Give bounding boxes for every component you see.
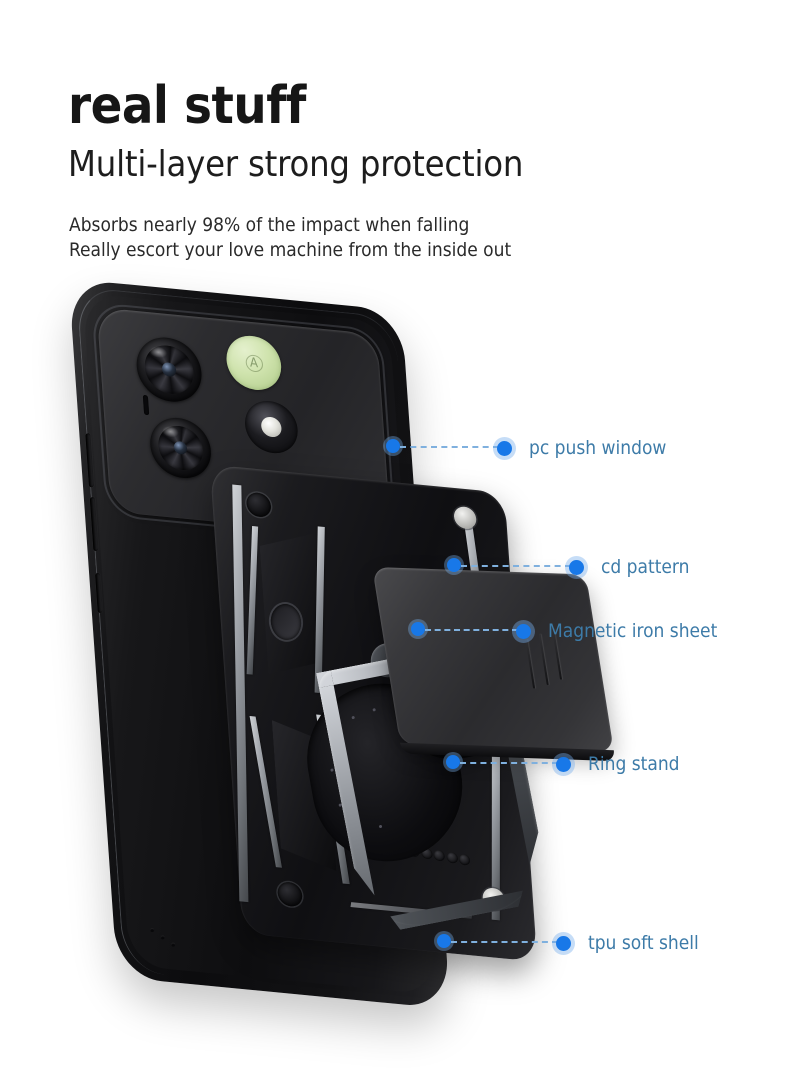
callout-label-pc-push-window: pc push window xyxy=(529,437,667,459)
corner-screw xyxy=(245,491,272,518)
pc-push-window-slider[interactable] xyxy=(372,566,616,762)
callout-label-magnetic-iron-sheet: Magnetic iron sheet xyxy=(548,620,718,642)
marker-dot-magnetic-iron-sheet[interactable] xyxy=(516,623,531,639)
leader-line-ring-stand xyxy=(460,762,558,764)
anchor-cd-pattern[interactable] xyxy=(447,558,461,572)
slider-grip-ridge xyxy=(524,639,536,689)
leader-line-pc-push-window xyxy=(400,446,499,448)
callout-label-tpu-soft-shell: tpu soft shell xyxy=(588,932,699,954)
anchor-magnetic-iron-sheet[interactable] xyxy=(411,622,425,636)
anchor-pc-push-window[interactable] xyxy=(386,439,400,453)
callout-magnetic-iron-sheet[interactable]: Magnetic iron sheet xyxy=(516,620,717,642)
silver-accent-strip xyxy=(246,525,259,675)
marker-dot-cd-pattern[interactable] xyxy=(569,559,584,575)
anchor-ring-stand[interactable] xyxy=(446,755,460,769)
anchor-tpu-soft-shell[interactable] xyxy=(437,934,451,948)
callout-label-cd-pattern: cd pattern xyxy=(601,556,690,578)
callout-tpu-soft-shell[interactable]: tpu soft shell xyxy=(556,932,699,954)
leader-line-cd-pattern xyxy=(461,565,571,567)
corner-screw xyxy=(453,505,478,530)
marker-dot-pc-push-window[interactable] xyxy=(497,440,512,456)
callout-pc-push-window[interactable]: pc push window xyxy=(497,437,666,459)
description-line-1: Absorbs nearly 98% of the impact when fa… xyxy=(69,214,470,236)
marker-dot-tpu-soft-shell[interactable] xyxy=(556,935,571,951)
corner-screw xyxy=(277,881,303,908)
page-subtitle: Multi-layer strong protection xyxy=(68,144,524,185)
armor-facet xyxy=(258,529,323,680)
description-block: Absorbs nearly 98% of the impact when fa… xyxy=(69,213,511,263)
marker-dot-ring-stand[interactable] xyxy=(556,756,571,772)
page-title: real stuff xyxy=(68,76,306,136)
description-line-2: Really escort your love machine from the… xyxy=(69,239,512,261)
callout-ring-stand[interactable]: Ring stand xyxy=(556,753,680,775)
callout-cd-pattern[interactable]: cd pattern xyxy=(569,556,689,578)
silver-accent-strip xyxy=(314,526,325,694)
leader-line-tpu-soft-shell xyxy=(451,941,558,943)
logo-a-icon: A xyxy=(244,353,263,373)
leader-line-magnetic-iron-sheet xyxy=(425,629,518,631)
phone-case-assembly: A xyxy=(68,276,616,1025)
callout-label-ring-stand: Ring stand xyxy=(588,753,680,775)
flash-bulb-icon xyxy=(260,415,283,439)
